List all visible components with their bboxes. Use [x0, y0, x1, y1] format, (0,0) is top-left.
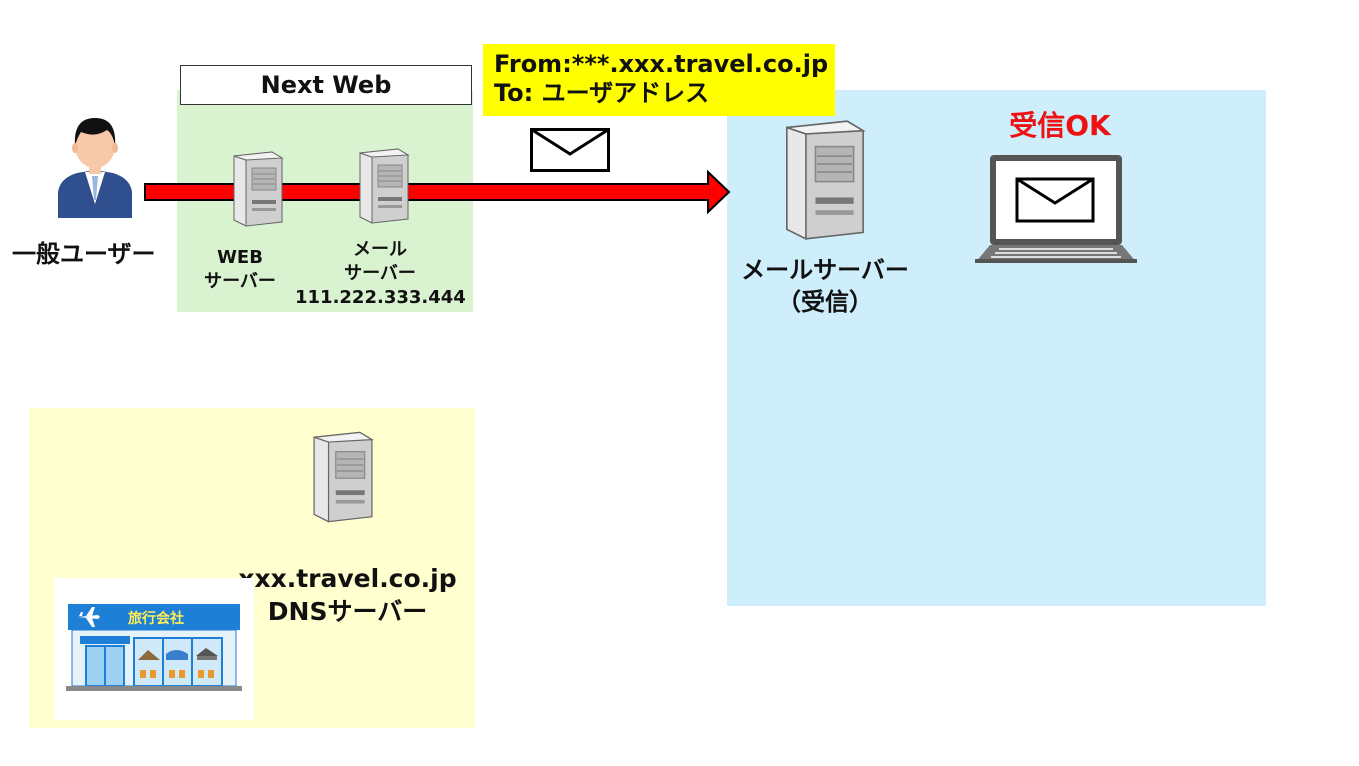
receiving-server-label-line-1: メールサーバー [741, 256, 909, 284]
dns-server-domain: xxx.travel.co.jp [238, 564, 457, 593]
mail-server-ip: 111.222.333.444 [295, 287, 466, 308]
receive-status-label: 受信OK [1009, 109, 1111, 142]
mail-server-label-line-1: メール [353, 239, 407, 260]
receiving-server-label-line-2: （受信） [777, 288, 873, 316]
airplane-icon [78, 607, 100, 627]
mail-server-label-line-2: サーバー [344, 263, 416, 284]
dns-server-label: xxx.travel.co.jp DNSサーバー [230, 562, 465, 628]
note-to-line: To: ユーザアドレス [494, 79, 710, 107]
travel-agency-shop-icon: 旅行会社 [66, 604, 242, 691]
mail-server-label: メール サーバー 111.222.333.444 [295, 238, 466, 310]
mail-server-icon [359, 148, 410, 224]
web-server-icon [233, 151, 284, 227]
mail-header-note: From:***.xxx.travel.co.jp To: ユーザアドレス [483, 44, 835, 116]
note-from-line: From:***.xxx.travel.co.jp [494, 50, 829, 78]
envelope-icon [530, 128, 610, 172]
web-server-label: WEB サーバー [190, 246, 290, 294]
dns-server-icon [313, 431, 374, 523]
laptop-icon [975, 155, 1137, 263]
web-server-label-line-2: サーバー [204, 271, 276, 292]
web-server-label-line-1: WEB [217, 247, 263, 268]
receiving-server-icon [786, 120, 866, 241]
next-web-title: Next Web [180, 65, 472, 105]
dns-server-name: DNSサーバー [267, 597, 428, 626]
user-label: 一般ユーザー [12, 240, 156, 268]
shop-sign-text: 旅行会社 [128, 610, 184, 627]
receiving-server-label: メールサーバー （受信） [720, 254, 930, 318]
user-icon [58, 118, 132, 218]
